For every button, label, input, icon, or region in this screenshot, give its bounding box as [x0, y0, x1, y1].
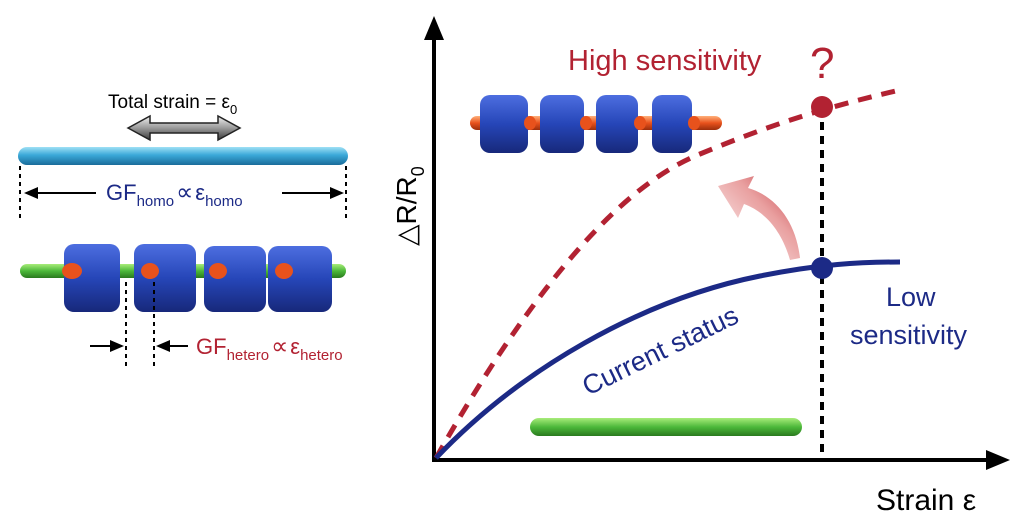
double-arrow-icon [126, 114, 242, 142]
hetero-bead [268, 246, 332, 312]
top-bead [596, 95, 646, 153]
left-arrow-icon [156, 340, 188, 352]
y-axis-label: △R/R0 [391, 166, 428, 246]
hetero-rod [20, 244, 346, 312]
x-axis-label: Strain ε [876, 484, 976, 517]
hetero-bead [62, 244, 120, 312]
low-sensitivity-label-line1: Low [886, 282, 936, 312]
curved-arrow-icon [718, 176, 800, 260]
top-bead [540, 95, 592, 153]
hetero-bead [134, 244, 196, 312]
current-status-curve [434, 259, 901, 460]
gf-hetero-label: GFhetero∝εhetero [196, 333, 343, 364]
green-rod-illustration [530, 418, 802, 436]
y-axis-arrowhead [424, 16, 444, 40]
homo-rod [18, 147, 348, 165]
total-strain-label: Total strain = ε0 [108, 92, 237, 117]
right-panel: △R/R0 Strain ε High sensitivity ? Curren… [391, 16, 1010, 517]
high-sensitivity-label: High sensitivity [568, 45, 762, 77]
left-panel: Total strain = ε0 GFhomo∝εhomo [18, 92, 348, 368]
right-arrow-icon [90, 340, 124, 352]
top-bead [652, 95, 700, 153]
top-bead [480, 95, 536, 153]
current-status-label: Current status [577, 300, 743, 401]
hetero-bead [204, 246, 266, 312]
homo-span-arrows [24, 187, 344, 199]
low-sensitivity-point [811, 257, 833, 279]
x-axis-arrowhead [986, 450, 1010, 470]
question-mark: ? [810, 39, 834, 88]
gf-homo-label: GFhomo∝εhomo [106, 179, 243, 210]
low-sensitivity-label-line2: sensitivity [850, 320, 968, 350]
high-sensitivity-point [811, 96, 833, 118]
beaded-rod-illustration [470, 95, 722, 153]
